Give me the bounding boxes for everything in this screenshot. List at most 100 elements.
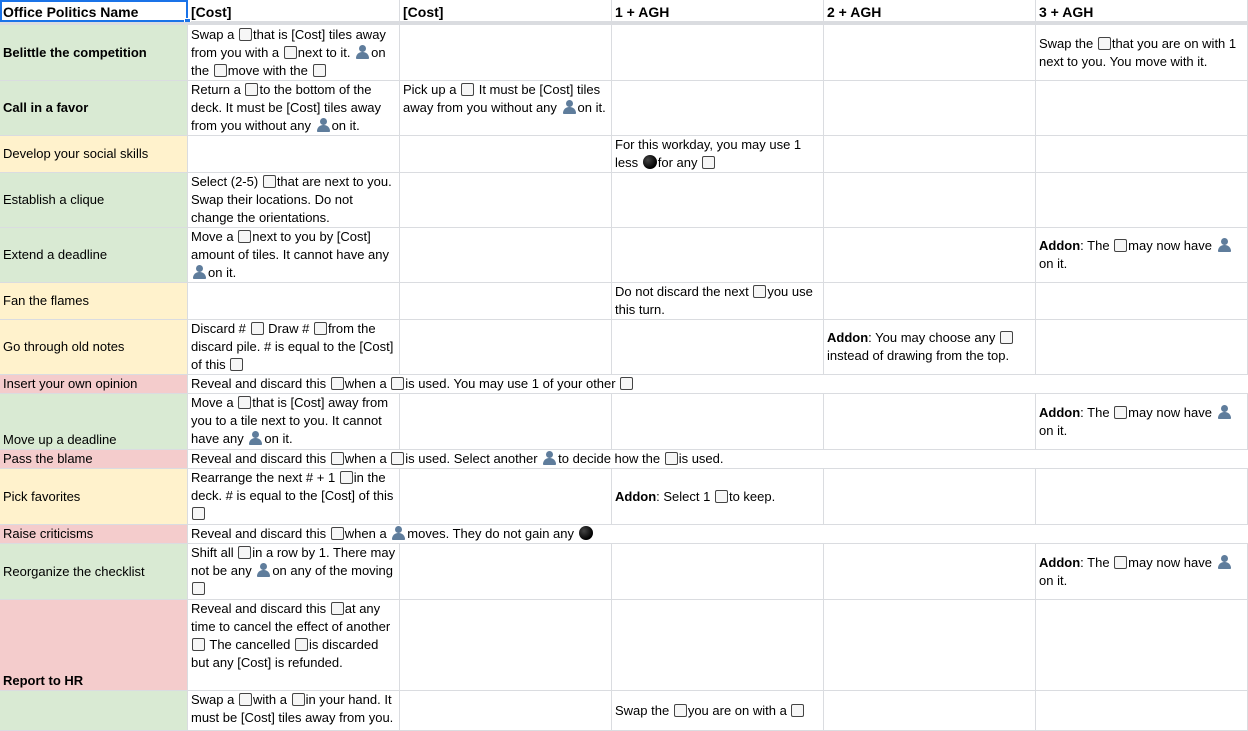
- effect-cell-col-3[interactable]: [612, 25, 824, 81]
- effect-cell-col-4[interactable]: [824, 81, 1036, 136]
- player-icon: [248, 431, 263, 445]
- effect-cell-col-3[interactable]: [612, 544, 824, 600]
- row-name-cell[interactable]: Pass the blame: [0, 450, 188, 469]
- effect-cell-col-5[interactable]: [1036, 600, 1248, 691]
- row-name-cell[interactable]: Extend a deadline: [0, 228, 188, 283]
- effect-cell-col-4[interactable]: [824, 691, 1036, 731]
- effect-cell-col-3[interactable]: Swap the you are on with a: [612, 691, 824, 731]
- effect-cell-col-2[interactable]: [400, 544, 612, 600]
- frozen-row-divider[interactable]: [0, 22, 1248, 25]
- column-header-4[interactable]: 2 + AGH: [824, 0, 1036, 22]
- effect-cell-col-1[interactable]: [188, 283, 400, 320]
- effect-cell-col-4[interactable]: [824, 25, 1036, 81]
- effect-cell-col-1[interactable]: Move a that is [Cost] away from you to a…: [188, 394, 400, 450]
- effect-cell-col-3[interactable]: [612, 600, 824, 691]
- effect-cell-col-5[interactable]: [1036, 81, 1248, 136]
- effect-cell-col-2[interactable]: Pick up a It must be [Cost] tiles away f…: [400, 81, 612, 136]
- effect-cell-col-4[interactable]: Addon: You may choose any instead of dra…: [824, 320, 1036, 375]
- row-name-text: Raise criticisms: [3, 526, 94, 541]
- effect-cell-col-1[interactable]: Move a next to you by [Cost] amount of t…: [188, 228, 400, 283]
- merged-effect-cell[interactable]: Reveal and discard this when a moves. Th…: [188, 525, 1248, 544]
- effect-cell-col-5[interactable]: [1036, 283, 1248, 320]
- row-name-cell[interactable]: Pick favorites: [0, 469, 188, 525]
- effect-cell-col-5[interactable]: Swap the that you are on with 1 next to …: [1036, 25, 1248, 81]
- row-name-cell[interactable]: Reorganize the checklist: [0, 544, 188, 600]
- effect-cell-col-4[interactable]: [824, 394, 1036, 450]
- cell-text: Draw #: [264, 321, 313, 336]
- merged-effect-cell[interactable]: Reveal and discard this when a is used. …: [188, 375, 1248, 394]
- card-tile-icon: [330, 452, 344, 465]
- effect-cell-col-5[interactable]: [1036, 173, 1248, 228]
- effect-cell-col-2[interactable]: [400, 136, 612, 173]
- effect-cell-col-2[interactable]: [400, 469, 612, 525]
- effect-cell-col-4[interactable]: [824, 469, 1036, 525]
- row-name-cell[interactable]: Go through old notes: [0, 320, 188, 375]
- effect-cell-col-1[interactable]: Shift all in a row by 1. There may not b…: [188, 544, 400, 600]
- effect-cell-col-4[interactable]: [824, 228, 1036, 283]
- effect-cell-col-1[interactable]: [188, 136, 400, 173]
- row-name-cell[interactable]: Belittle the competition: [0, 25, 188, 81]
- effect-cell-col-2[interactable]: [400, 283, 612, 320]
- row-name-cell[interactable]: Develop your social skills: [0, 136, 188, 173]
- effect-cell-col-1[interactable]: Swap a that is [Cost] tiles away from yo…: [188, 25, 400, 81]
- effect-cell-col-1[interactable]: Select (2-5) that are next to you. Swap …: [188, 173, 400, 228]
- effect-cell-col-3[interactable]: [612, 228, 824, 283]
- effect-cell-col-4[interactable]: [824, 283, 1036, 320]
- row-name-cell[interactable]: Establish a clique: [0, 173, 188, 228]
- merged-effect-cell[interactable]: Reveal and discard this when a is used. …: [188, 450, 1248, 469]
- effect-cell-col-5[interactable]: [1036, 691, 1248, 731]
- card-tile-icon: [1114, 405, 1128, 419]
- cell-text: you use this turn.: [615, 284, 813, 317]
- effect-cell-col-3[interactable]: Addon: Select 1 to keep.: [612, 469, 824, 525]
- effect-cell-col-1[interactable]: Rearrange the next # + 1 in the deck. # …: [188, 469, 400, 525]
- row-name-cell[interactable]: Insert your own opinion: [0, 375, 188, 394]
- effect-cell-col-4[interactable]: [824, 544, 1036, 600]
- effect-cell-col-2[interactable]: [400, 228, 612, 283]
- effect-cell-col-5[interactable]: [1036, 320, 1248, 375]
- row-name-cell[interactable]: Report to HR: [0, 600, 188, 691]
- effect-cell-col-1[interactable]: Swap a with a in your hand. It must be […: [188, 691, 400, 731]
- effect-cell-col-1[interactable]: Reveal and discard this at any time to c…: [188, 600, 400, 691]
- effect-cell-col-2[interactable]: [400, 394, 612, 450]
- row-name-text: Extend a deadline: [3, 247, 108, 262]
- effect-cell-col-3[interactable]: Do not discard the next you use this tur…: [612, 283, 824, 320]
- row-name-cell[interactable]: Call in a favor: [0, 81, 188, 136]
- cell-text: that you are on with 1 next to you. You …: [1039, 35, 1237, 69]
- effect-cell-col-5[interactable]: [1036, 136, 1248, 173]
- row-name-cell[interactable]: [0, 691, 188, 731]
- effect-cell-col-1[interactable]: Return a to the bottom of the deck. It m…: [188, 81, 400, 136]
- effect-cell-col-5[interactable]: Addon: The may now have on it.: [1036, 544, 1248, 600]
- effect-cell-col-4[interactable]: [824, 600, 1036, 691]
- row-name-cell[interactable]: Raise criticisms: [0, 525, 188, 544]
- effect-cell-col-4[interactable]: [824, 173, 1036, 228]
- column-header-3[interactable]: 1 + AGH: [612, 0, 824, 22]
- row-name-text: Belittle the competition: [3, 44, 147, 60]
- column-header-5[interactable]: 3 + AGH: [1036, 0, 1248, 22]
- effect-cell-col-2[interactable]: [400, 600, 612, 691]
- effect-cell-col-3[interactable]: [612, 394, 824, 450]
- effect-cell-col-5[interactable]: Addon: The may now have on it.: [1036, 228, 1248, 283]
- cell-text: in a row by 1. There may not be any: [191, 545, 396, 578]
- effect-cell-col-5[interactable]: Addon: The may now have on it.: [1036, 394, 1248, 450]
- effect-cell-col-3[interactable]: [612, 320, 824, 375]
- effect-cell-col-2[interactable]: [400, 320, 612, 375]
- column-header-1[interactable]: [Cost]: [188, 0, 400, 22]
- effect-cell-col-3[interactable]: [612, 81, 824, 136]
- cell-text: on it.: [264, 431, 293, 446]
- effect-cell-col-5[interactable]: [1036, 469, 1248, 525]
- column-header-0[interactable]: Office Politics Name: [0, 0, 188, 22]
- card-tile-icon: [673, 703, 687, 717]
- effect-cell-col-2[interactable]: [400, 25, 612, 81]
- row-name-cell[interactable]: Fan the flames: [0, 283, 188, 320]
- effect-cell-col-3[interactable]: For this workday, you may use 1 less for…: [612, 136, 824, 173]
- effect-cell-col-2[interactable]: [400, 173, 612, 228]
- column-header-2[interactable]: [Cost]: [400, 0, 612, 22]
- card-tile-icon: [313, 322, 327, 335]
- effect-cell-col-3[interactable]: [612, 173, 824, 228]
- effect-cell-col-4[interactable]: [824, 136, 1036, 173]
- effect-cell-col-1[interactable]: Discard # Draw # from the discard pile. …: [188, 320, 400, 375]
- row-name-cell[interactable]: Move up a deadline: [0, 394, 188, 450]
- effect-cell-col-2[interactable]: [400, 691, 612, 731]
- cell-text: to keep.: [728, 488, 776, 504]
- cell-text: for any: [657, 155, 702, 170]
